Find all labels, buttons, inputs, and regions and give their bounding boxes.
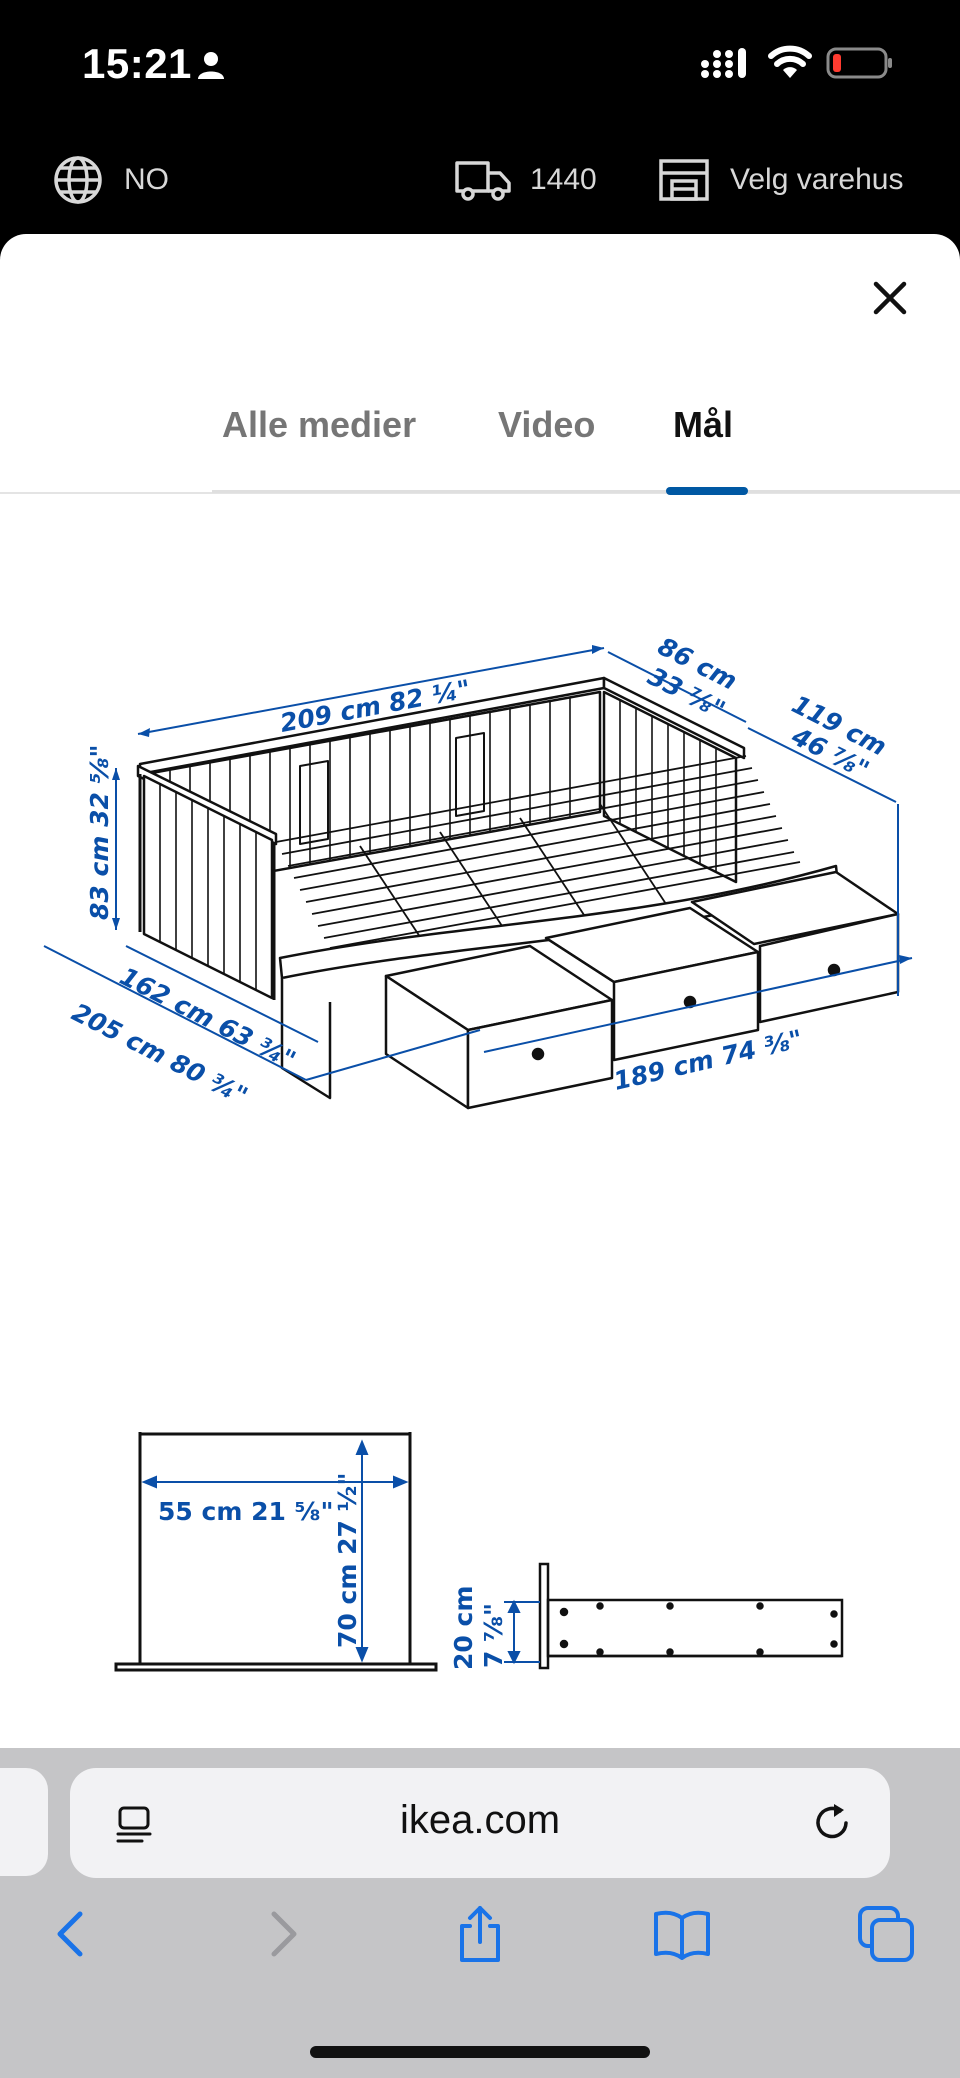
active-tab-indicator [666,487,748,495]
drawer-side-view [538,1562,844,1670]
tab-video[interactable]: Video [498,404,596,445]
back-icon[interactable] [42,1904,102,1964]
page-menu-icon[interactable] [112,1802,156,1846]
dim-drawer-profile-cm: 20 cm [449,1586,478,1670]
bookmarks-icon[interactable] [652,1904,712,1964]
ikea-top-bar: NO 1440 Velg varehus [0,130,960,234]
dim-height-83: 83 cm 32 ⅝" [85,745,114,920]
share-icon[interactable] [450,1904,510,1964]
wifi-icon [768,45,812,78]
dimension-lines [43,647,913,1081]
dimensions-diagram: 209 cm 82 ¼" 86 cm 33 ⅞" 119 cm 46 ⅞" 83… [43,632,913,1672]
postcode-label: 1440 [530,163,597,196]
status-bar: 15:21 [0,0,960,130]
language-selector[interactable]: NO [52,150,169,210]
delivery-postcode[interactable]: 1440 [454,150,597,210]
drawers [384,870,900,1110]
drawer-front-view [114,1432,438,1672]
language-label: NO [124,163,169,196]
globe-icon [54,156,102,204]
store-label: Velg varehus [730,163,904,196]
store-icon [659,159,709,201]
url-text: ikea.com [399,1798,561,1842]
browser-bottom-bar: ikea.com [0,1748,960,2078]
daybed-drawing [136,676,900,1110]
person-icon [198,52,224,79]
store-selector[interactable]: Velg varehus [658,150,903,210]
media-modal: Alle medier Video Mål [0,234,960,1748]
tabs-track [212,490,960,493]
address-bar[interactable]: ikea.com [70,1768,890,1878]
reload-icon[interactable] [810,1800,856,1846]
battery-icon [826,47,892,79]
dim-drawer-height: 70 cm 27 ½" [333,1473,362,1648]
dimension-arrows [112,645,912,964]
cellular-signal-icon [701,48,746,78]
close-icon [873,281,907,315]
tab-all-media[interactable]: Alle medier [222,404,417,445]
home-indicator [310,2046,650,2058]
dim-drawer-width: 55 cm 21 ⅝" [158,1497,333,1526]
close-button[interactable] [864,272,916,324]
dim-drawer-profile-in: 7 ⅞" [479,1603,508,1668]
tabs-icon[interactable] [856,1904,916,1964]
tab-dimensions[interactable]: Mål [673,404,734,445]
tabs-divider [0,492,960,494]
delivery-truck-icon [455,161,511,201]
status-time: 15:21 [82,40,192,87]
previous-tab-card[interactable] [0,1768,48,1876]
forward-icon[interactable] [252,1904,312,1964]
media-tabs: Alle medier Video Mål [0,364,960,496]
